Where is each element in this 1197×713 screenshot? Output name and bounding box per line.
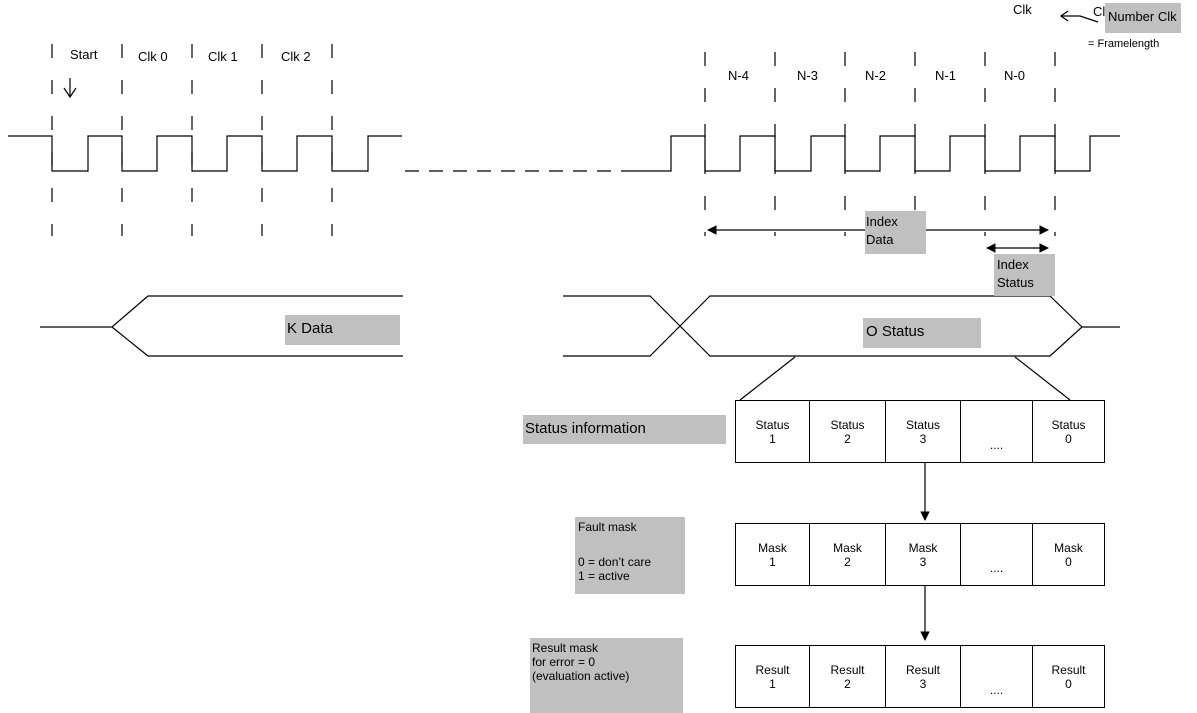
clk-label: Clk	[1013, 2, 1032, 17]
mask-cell-2: Mask 2	[810, 524, 886, 585]
number-clk-label: Number Clk	[1108, 9, 1177, 24]
clock-label-start: Start	[70, 47, 98, 62]
index-status-box	[994, 254, 1055, 296]
framelength-label: = Framelength	[1088, 38, 1160, 50]
o-status-box	[863, 318, 981, 348]
result-mask-box	[530, 638, 683, 713]
clock-label-clk0: Clk 0	[138, 49, 168, 64]
mask-cell-3: Mask 3	[886, 524, 961, 585]
clock-waveform-right	[625, 135, 1120, 172]
index-data-line1: Index	[866, 214, 898, 229]
result-cell-0: Result 0	[1051, 662, 1086, 691]
result-mask-line2: for error = 0	[532, 655, 596, 669]
result-mask-line3: (evaluation active)	[532, 669, 630, 683]
fault-mask-box	[575, 517, 685, 594]
result-cell-2: Result 2	[810, 646, 886, 707]
status-cell-3: Status 3	[886, 401, 961, 462]
status-cell-ellipsis: ....	[961, 401, 1033, 462]
result-cell-3: Result 3	[886, 646, 961, 707]
status-table: Status 1 Status 2 Status 3 .... Status 0	[735, 400, 1105, 463]
index-status-line2: Status	[997, 275, 1034, 290]
clock-label-clk1: Clk 1	[208, 49, 238, 64]
index-data-box	[865, 211, 926, 254]
o-status-bus	[563, 295, 1120, 357]
index-status-line1: Index	[997, 257, 1029, 272]
index-data-line2: Data	[866, 232, 894, 247]
k-data-bus	[40, 295, 403, 357]
fault-mask-line2: 1 = active	[578, 569, 630, 583]
clock-label-n0: N-0	[1004, 68, 1025, 83]
number-clk-arrow	[1062, 15, 1099, 23]
clock-label-clk2: Clk 2	[281, 49, 311, 64]
status-cell-0: Status 0	[1051, 417, 1086, 446]
result-cell-1: Result 1	[736, 646, 810, 707]
fault-mask-title: Fault mask	[578, 520, 637, 534]
clock-label-n3: N-3	[797, 68, 818, 83]
fault-mask-line1: 0 = don’t care	[578, 555, 652, 569]
clock-label-n1: N-1	[935, 68, 956, 83]
result-cell-ellipsis: ....	[961, 646, 1033, 707]
status-cell-2: Status 2	[810, 401, 886, 462]
clock-label-n4: N-4	[728, 68, 749, 83]
clock-markers-right	[704, 52, 1056, 236]
clock-waveform-left	[8, 135, 402, 172]
o-status-label: O Status	[866, 323, 925, 340]
clock-label-n2: N-2	[865, 68, 886, 83]
mask-cell-0: Mask 0	[1054, 540, 1083, 569]
number-clk-box	[1105, 3, 1181, 33]
result-mask-line1: Result mask	[532, 641, 599, 655]
status-cell-1: Status 1	[736, 401, 810, 462]
k-data-box	[285, 315, 400, 345]
status-information-label: Status information	[525, 420, 646, 437]
mask-cell-ellipsis: ....	[961, 524, 1033, 585]
k-data-label: K Data	[287, 320, 333, 337]
status-information-box	[523, 415, 726, 444]
mask-table: Mask 1 Mask 2 Mask 3 .... Mask 0	[735, 523, 1105, 586]
result-table: Result 1 Result 2 Result 3 .... Result 0	[735, 645, 1105, 708]
mask-cell-1: Mask 1	[736, 524, 810, 585]
